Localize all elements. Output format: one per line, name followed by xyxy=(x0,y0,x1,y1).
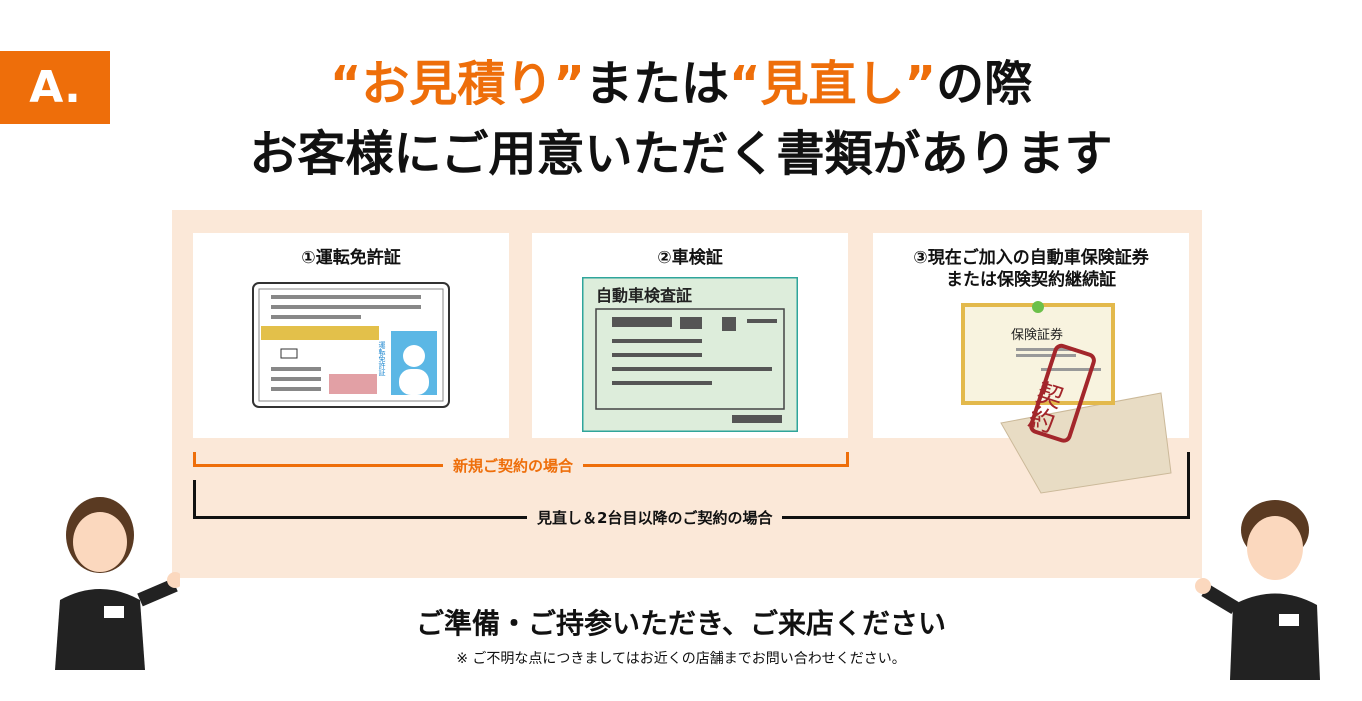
title-line1: “お見積り”または“見直し”の際 xyxy=(0,54,1362,114)
title-line2: お客様にご用意いただく書類があります xyxy=(249,126,1113,182)
title-estimate: “お見積り” xyxy=(329,56,585,112)
male-staff-illustration xyxy=(1195,500,1320,680)
title-review: “見直し” xyxy=(729,56,937,112)
new-contract-label: 新規ご契約の場合 xyxy=(443,455,584,476)
card-inspection: ②車検証 自動車検査証 xyxy=(532,233,848,438)
bracket-edge xyxy=(193,452,196,466)
svg-text:自動車検査証: 自動車検査証 xyxy=(596,286,692,305)
svg-text:保険証券: 保険証券 xyxy=(1011,327,1063,343)
svg-text:運転免許証: 運転免許証 xyxy=(378,340,386,377)
card-label: ②車検証 xyxy=(657,248,723,268)
title-or: または xyxy=(584,56,729,112)
review-label: 見直し＆2台目以降のご契約の場合 xyxy=(527,507,783,528)
card-label: ①運転免許証 xyxy=(301,248,401,268)
female-staff-illustration xyxy=(55,497,180,670)
card-insurance: ③現在ご加入の自動車保険証券または保険契約継続証 保険証券 契約 xyxy=(873,233,1189,494)
title-end: の際 xyxy=(936,56,1033,112)
insurance-certificate-image: 保険証券 契約 xyxy=(961,301,1172,494)
bracket-edge xyxy=(193,480,196,518)
card-license: ①運転免許証 運転免許証 xyxy=(193,233,509,438)
footer-main: ご準備・ご持参いただき、ご来店ください xyxy=(415,607,947,640)
drivers-license-image: 運転免許証 xyxy=(252,282,450,408)
footer-note: ※ ご不明な点につきましてはお近くの店舗までお問い合わせください。 xyxy=(456,651,906,667)
bracket-edge xyxy=(1187,452,1190,518)
section-badge: A. xyxy=(0,51,110,124)
vehicle-inspection-image: 自動車検査証 xyxy=(580,275,800,434)
bracket-edge xyxy=(846,452,849,466)
card-label: ③現在ご加入の自動車保険証券または保険契約継続証 xyxy=(913,248,1149,290)
